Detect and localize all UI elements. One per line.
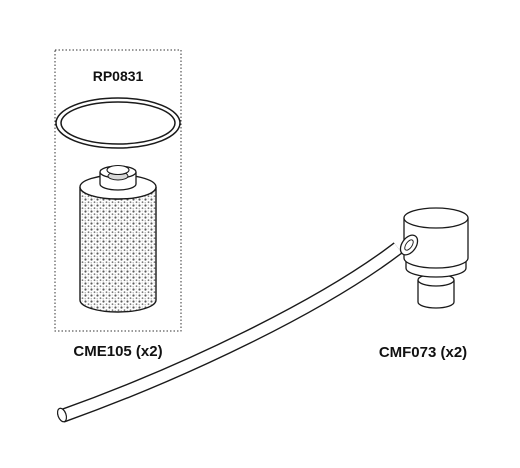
tube xyxy=(56,242,403,423)
fitting xyxy=(399,207,469,309)
filter-part-label: CME105 (x2) xyxy=(73,343,162,360)
oring-part-label: RP0831 xyxy=(93,68,144,84)
kit-boundary-box xyxy=(54,49,182,332)
o-ring xyxy=(55,97,181,149)
filter-element xyxy=(79,164,157,313)
fitting-part-label: CMF073 (x2) xyxy=(379,344,467,361)
